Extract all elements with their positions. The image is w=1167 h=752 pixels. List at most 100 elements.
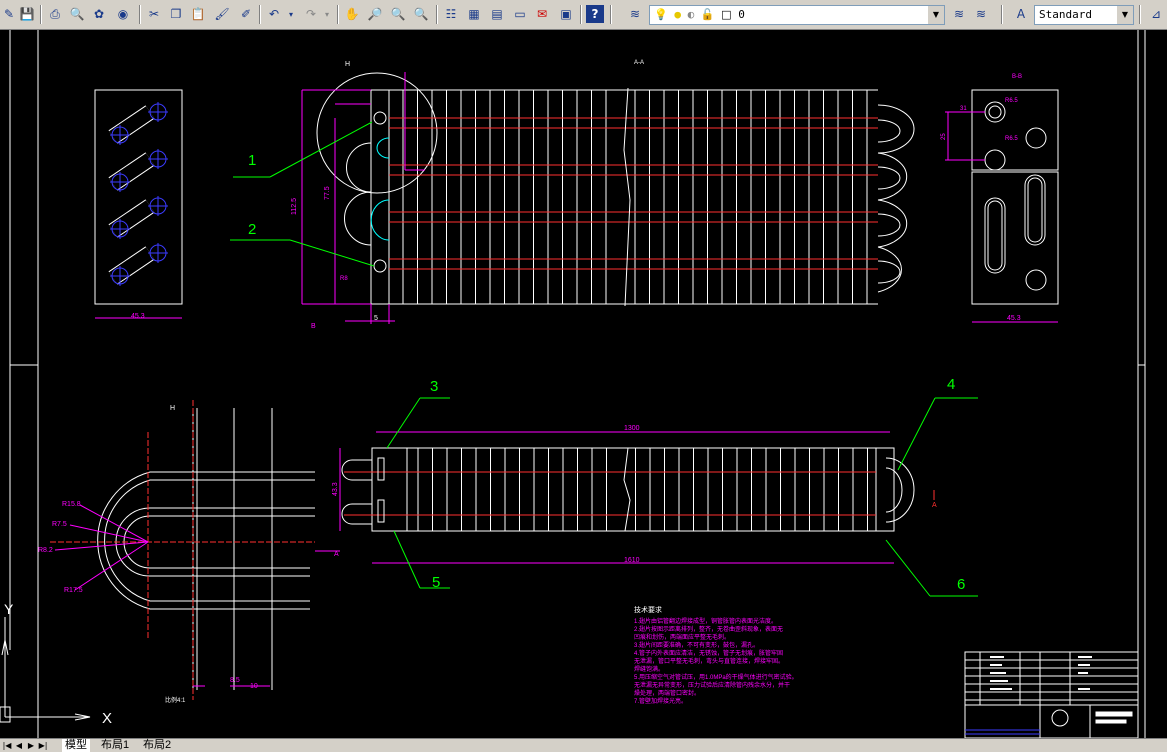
text-style-name: Standard <box>1039 8 1092 21</box>
label-bb: B-B <box>1012 74 1022 80</box>
dimension-style-icon[interactable]: ⊿ <box>1150 7 1162 21</box>
dim-plate-thk: 5 <box>374 315 378 322</box>
publish-icon[interactable]: ✿ <box>93 7 105 21</box>
balloon-6: 6 <box>957 576 965 593</box>
notes-title: 技术要求 <box>634 605 662 614</box>
last-tab-icon[interactable]: ▶| <box>38 741 48 750</box>
save-icon[interactable]: 💾 <box>19 7 35 21</box>
3d-dwf-icon[interactable]: ◉ <box>117 7 129 21</box>
dim-dia: R8 <box>340 276 348 282</box>
standard-toolbar: ✎ 💾 ⎙ 🔍 ✿ ◉ ✂ ❐ 📋 🖌 ✐ ↶ ▾ ↷ ▾ ✋ 🔎 🔍 🔍 ☷ … <box>0 0 1167 30</box>
text-style-icon[interactable]: A <box>1016 7 1026 21</box>
detail-view-h: H <box>38 400 315 704</box>
dim-total-len: 1610 <box>624 557 640 564</box>
layer-name: 0 <box>738 8 745 21</box>
layer-lock-icon: 🔓 <box>700 8 715 21</box>
tab-layout1[interactable]: 布局1 <box>101 739 130 751</box>
cut-icon[interactable]: ✂ <box>148 7 160 21</box>
toolbar-separator <box>610 5 612 24</box>
balloon-5: 5 <box>432 574 440 591</box>
zoom-previous-icon[interactable]: 🔍 <box>413 7 429 21</box>
detail-circle <box>316 72 438 194</box>
plot-preview-icon[interactable]: 🔍 <box>69 7 85 21</box>
toolbar-separator <box>1139 5 1141 24</box>
dim-r-a: R15.8 <box>62 501 81 508</box>
paste-icon[interactable]: 📋 <box>190 7 206 21</box>
zoom-realtime-icon[interactable]: 🔎 <box>367 7 383 21</box>
toolbar-separator <box>580 5 582 24</box>
sheet-set-icon[interactable]: ▭ <box>514 7 526 21</box>
balloon-3: 3 <box>430 378 438 395</box>
balloon-2: 2 <box>248 221 256 238</box>
match-properties-icon[interactable]: 🖌 <box>214 7 230 21</box>
label-h-top: H <box>345 61 350 68</box>
toolbar-separator <box>1001 5 1003 24</box>
dim-plate-width-right: 45.3 <box>1007 315 1021 322</box>
note-line: 无泄漏无异常变形，压力试验后应清除管内残余水分，并干 <box>634 681 790 689</box>
label-aa: A-A <box>634 60 644 66</box>
technical-notes: 技术要求 1.翅片由铝管翻边焊接成型，铜管胀管内表面光洁度。 2.翅片按图示距离… <box>634 605 798 705</box>
redo-dropdown-icon[interactable]: ▾ <box>324 9 329 19</box>
properties-icon[interactable]: ☷ <box>445 7 457 21</box>
markup-icon[interactable]: ✉ <box>536 7 548 21</box>
dim-d-a: 8.5 <box>230 677 240 684</box>
calculator-icon[interactable]: ▣ <box>560 7 572 21</box>
layer-state-icon[interactable]: ≋ <box>975 7 987 21</box>
note-line: 凹痕和划伤，两端面应平整无毛刺。 <box>634 633 730 641</box>
redo-icon[interactable]: ↷ <box>305 7 317 21</box>
drawing-canvas[interactable]: 45.3 H A-A <box>0 30 1167 739</box>
dim-bb-c: 31 <box>960 106 967 112</box>
dim-plate-width-left: 45.3 <box>131 313 145 320</box>
plot-icon[interactable]: ⎙ <box>50 6 60 21</box>
toolbar-separator <box>40 5 42 24</box>
note-line: 1.翅片由铝管翻边焊接成型，铜管胀管内表面光洁度。 <box>634 617 777 625</box>
layer-thaw-icon: ● <box>674 8 681 21</box>
layout-tabs-bar: |◀ ◀ ▶ ▶| 模型 布局1 布局2 <box>0 738 1167 752</box>
detail-scale: 比例4:1 <box>165 696 186 704</box>
note-line: 4.管子内外表面应清洁，无锈蚀，管子无划痕，胀管牢固 <box>634 649 783 657</box>
section-view-bb: B-B R6.5 25 31 R6.5 45.3 <box>941 74 1059 323</box>
dim-height-total: 112.5 <box>291 198 298 215</box>
dim-d-b: 10 <box>250 683 258 690</box>
copy-icon[interactable]: ❐ <box>170 7 182 21</box>
toolbar-separator <box>436 5 438 24</box>
chevron-down-icon[interactable]: ▼ <box>928 6 944 24</box>
prev-tab-icon[interactable]: ◀ <box>15 741 23 750</box>
layer-on-icon: 💡 <box>654 8 668 21</box>
dim-bb-d: R6.5 <box>1005 136 1018 142</box>
first-tab-icon[interactable]: |◀ <box>2 741 12 750</box>
main-view-aa: H A-A <box>230 60 915 330</box>
tube-sheet-front-view: 45.3 <box>94 89 183 320</box>
tab-layout2[interactable]: 布局2 <box>143 739 172 751</box>
tab-model[interactable]: 模型 <box>62 739 90 752</box>
zoom-window-icon[interactable]: 🔍 <box>390 7 406 21</box>
help-icon[interactable]: ? <box>586 5 604 23</box>
note-line: 燥处理，两端管口密封。 <box>634 689 700 697</box>
toolbar-separator <box>259 5 261 24</box>
note-line: 无泄漏，管口平整无毛刺，弯头与直管连接，焊接牢固。 <box>634 657 784 665</box>
redraw-icon[interactable]: ✎ <box>3 7 15 21</box>
pan-icon[interactable]: ✋ <box>344 7 360 21</box>
dim-tube-len: 1300 <box>624 425 640 432</box>
dim-r-d: R17.5 <box>64 587 83 594</box>
dim-r-b: R7.5 <box>52 521 67 528</box>
dim-side-h: 43.3 <box>332 482 339 496</box>
chevron-down-icon[interactable]: ▼ <box>1117 6 1133 24</box>
plan-view: 1300 1610 43.3 A A 3 4 5 6 <box>315 376 978 597</box>
dim-height-inner: 77.5 <box>324 186 331 200</box>
layer-manager-icon[interactable]: ≋ <box>629 7 641 21</box>
undo-icon[interactable]: ↶ <box>268 7 280 21</box>
next-tab-icon[interactable]: ▶ <box>27 741 35 750</box>
note-line: 3.翅片间距要准确，不可有变形，鼓包，漏孔。 <box>634 641 759 649</box>
balloon-1: 1 <box>248 152 256 169</box>
text-style-dropdown[interactable]: Standard ▼ <box>1034 5 1134 25</box>
undo-dropdown-icon[interactable]: ▾ <box>288 9 293 19</box>
tool-palettes-icon[interactable]: ▤ <box>491 7 503 21</box>
ucs-x-label: X <box>102 710 112 727</box>
layer-previous-icon[interactable]: ≋ <box>953 7 965 21</box>
balloon-4: 4 <box>947 376 955 393</box>
layer-dropdown[interactable]: 💡 ● ◐ 🔓 □ 0 ▼ <box>649 5 945 25</box>
toolbar-separator <box>139 5 141 24</box>
block-editor-icon[interactable]: ✐ <box>240 7 252 21</box>
design-center-icon[interactable]: ▦ <box>468 7 480 21</box>
